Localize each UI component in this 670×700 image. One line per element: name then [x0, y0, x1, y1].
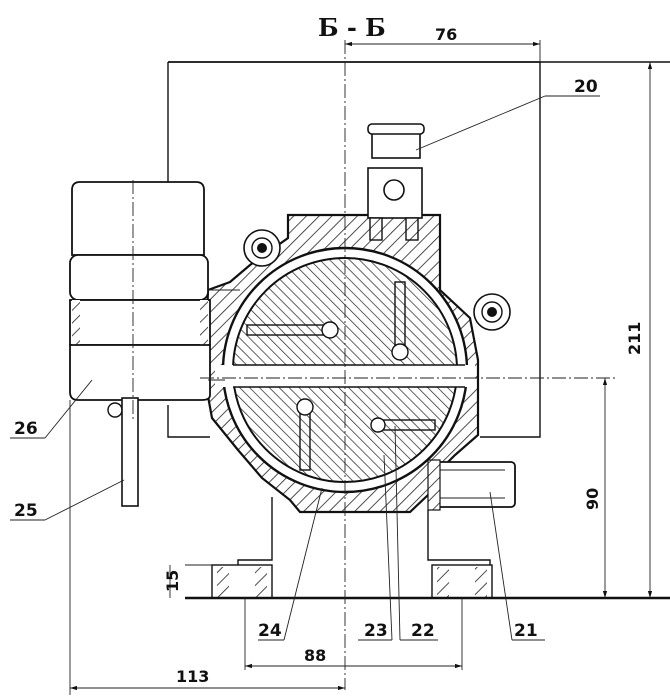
internal-passages	[246, 281, 436, 471]
dim-113: 113	[176, 667, 209, 686]
dim-88: 88	[304, 646, 326, 665]
side-fitting	[427, 459, 516, 511]
bolt-right	[473, 293, 511, 331]
section-title: Б - Б	[318, 13, 386, 42]
reservoir	[69, 181, 240, 418]
callout-23: 23	[364, 621, 388, 641]
center-axes	[132, 40, 615, 690]
callout-24: 24	[258, 621, 282, 641]
dimension-lines	[69, 40, 653, 695]
dim-76: 76	[435, 25, 457, 44]
callout-26: 26	[14, 419, 38, 439]
drain-tube	[121, 397, 139, 507]
leader-lines	[10, 95, 600, 641]
bolt-left	[243, 229, 281, 267]
top-fitting	[367, 123, 425, 241]
callout-22: 22	[411, 621, 435, 641]
dim-90: 90	[583, 488, 602, 510]
callout-21: 21	[514, 621, 538, 641]
flanges	[185, 497, 670, 600]
dim-211: 211	[625, 322, 644, 355]
dim-15: 15	[163, 570, 182, 592]
callout-20: 20	[574, 77, 598, 97]
callout-25: 25	[14, 501, 38, 521]
